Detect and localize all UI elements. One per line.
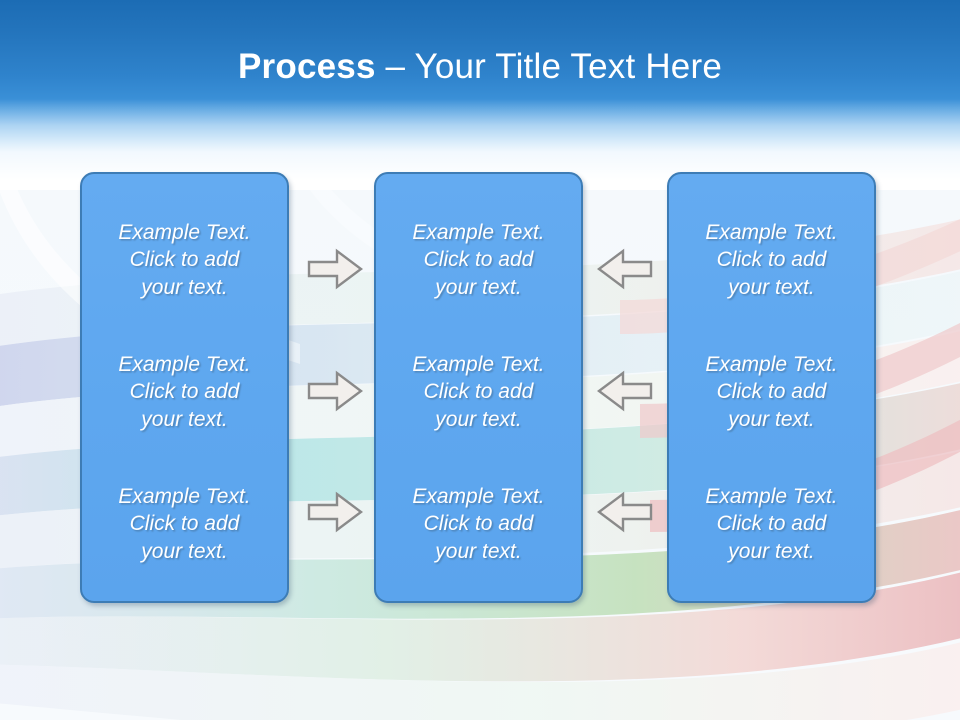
arrow-left-icon[interactable] [597, 490, 653, 534]
process-cell-text: Example Text. Click to add your text. [118, 485, 251, 563]
page-title: Process – Your Title Text Here [0, 47, 960, 87]
process-cell[interactable]: Example Text. Click to add your text. [82, 474, 287, 574]
process-cell[interactable]: Example Text. Click to add your text. [669, 342, 874, 442]
process-cell-text: Example Text. Click to add your text. [705, 221, 838, 299]
page-title-light: – Your Title Text Here [375, 47, 722, 86]
swoosh-band-7 [0, 572, 960, 682]
process-cell[interactable]: Example Text. Click to add your text. [376, 210, 581, 310]
swoosh-band-8 [0, 642, 960, 720]
process-cell[interactable]: Example Text. Click to add your text. [669, 210, 874, 310]
process-cell-text: Example Text. Click to add your text. [705, 353, 838, 431]
arrow-right-icon[interactable] [307, 490, 363, 534]
process-cell-text: Example Text. Click to add your text. [412, 221, 545, 299]
process-column-1[interactable]: Example Text. Click to add your text. Ex… [80, 172, 289, 603]
arrow-left-icon[interactable] [597, 369, 653, 413]
arrow-left-icon[interactable] [597, 247, 653, 291]
process-column-3[interactable]: Example Text. Click to add your text. Ex… [667, 172, 876, 603]
arrow-right-icon[interactable] [307, 369, 363, 413]
process-cell[interactable]: Example Text. Click to add your text. [376, 342, 581, 442]
title-banner [0, 0, 960, 190]
process-cell[interactable]: Example Text. Click to add your text. [669, 474, 874, 574]
process-cell-text: Example Text. Click to add your text. [412, 485, 545, 563]
process-cell-text: Example Text. Click to add your text. [412, 353, 545, 431]
page-title-strong: Process [238, 47, 376, 86]
arrow-right-icon[interactable] [307, 247, 363, 291]
process-cell[interactable]: Example Text. Click to add your text. [82, 342, 287, 442]
process-column-2[interactable]: Example Text. Click to add your text. Ex… [374, 172, 583, 603]
process-cell-text: Example Text. Click to add your text. [118, 221, 251, 299]
process-cell[interactable]: Example Text. Click to add your text. [376, 474, 581, 574]
process-cell-text: Example Text. Click to add your text. [705, 485, 838, 563]
process-cell[interactable]: Example Text. Click to add your text. [82, 210, 287, 310]
process-cell-text: Example Text. Click to add your text. [118, 353, 251, 431]
